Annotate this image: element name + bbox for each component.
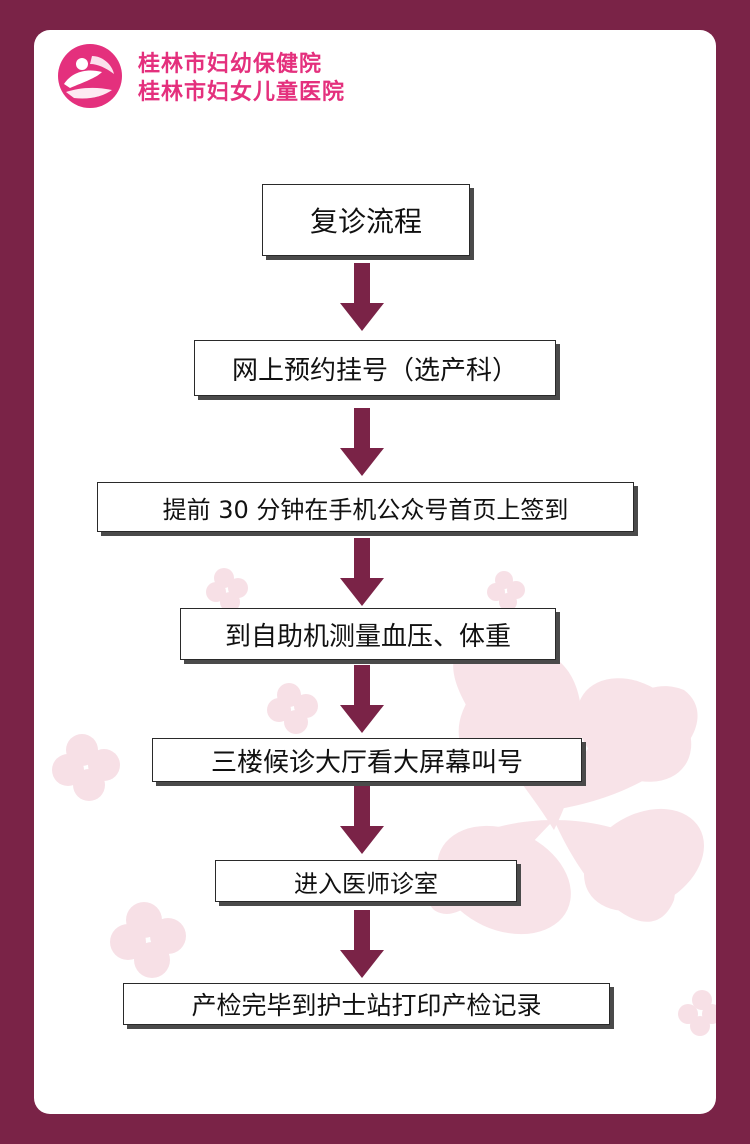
flow-step-6: 产检完毕到护士站打印产检记录 [123,983,610,1025]
down-arrow-icon [340,665,384,733]
hospital-name-secondary: 桂林市妇女儿童医院 [138,80,346,105]
hospital-name-primary: 桂林市妇幼保健院 [138,52,323,77]
flow-step-4: 三楼候诊大厅看大屏幕叫号 [152,738,582,782]
down-arrow-icon [340,910,384,978]
down-arrow-icon [340,786,384,854]
flow-step-2: 提前 30 分钟在手机公众号首页上签到 [97,482,634,532]
flow-step-1: 网上预约挂号（选产科） [194,340,556,396]
down-arrow-icon [340,263,384,331]
hands-holding-baby-logo [58,44,122,108]
poster-card: 桂林市妇幼保健院 桂林市妇女儿童医院 复诊流程 网上预约挂号（选产科） 提前 3… [34,30,716,1114]
flow-step-5: 进入医师诊室 [215,860,517,902]
down-arrow-icon [340,538,384,606]
flow-step-3: 到自助机测量血压、体重 [180,608,556,660]
flow-title-box: 复诊流程 [262,184,470,256]
down-arrow-icon [340,408,384,476]
